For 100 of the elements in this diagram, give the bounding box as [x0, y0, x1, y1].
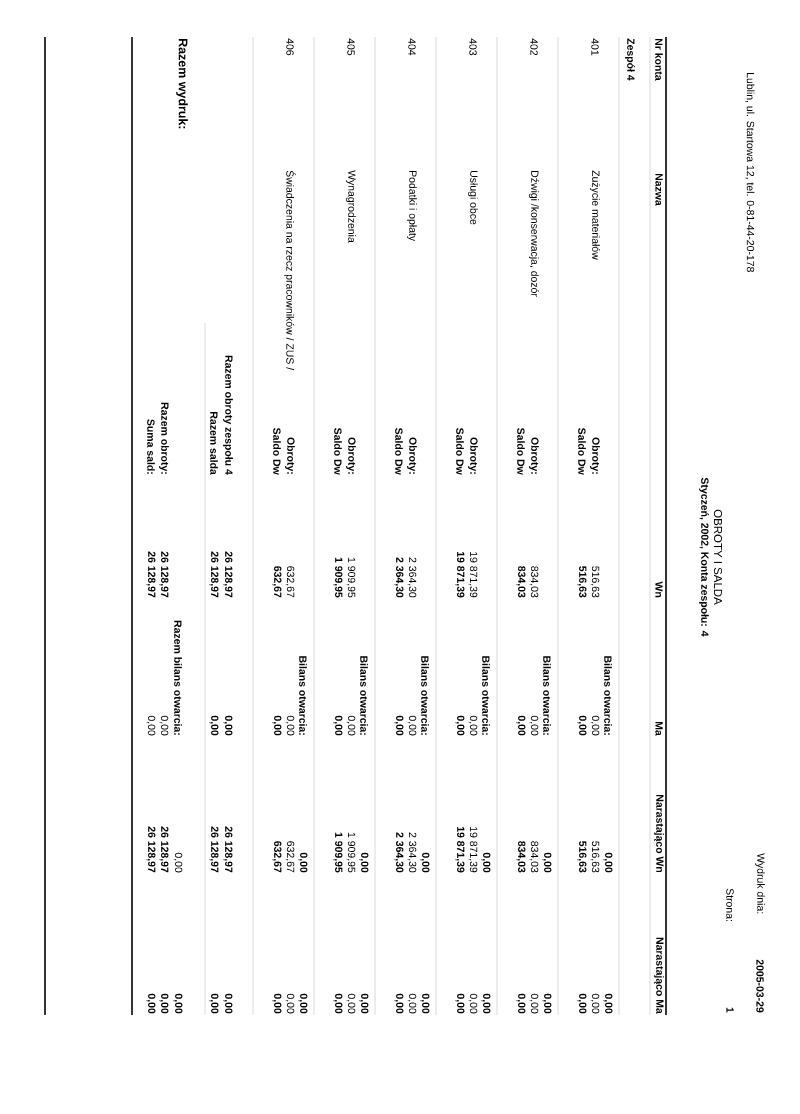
amount: 516,63 — [590, 566, 600, 598]
row-label: Razem bilans otwarcia: — [174, 620, 182, 735]
row-label: Suma sald: — [147, 419, 155, 474]
amount: 0,00 — [159, 715, 169, 736]
amount: 0,00 — [285, 715, 295, 736]
column-header: Ma — [655, 721, 663, 736]
amount: 0,00 — [146, 715, 156, 736]
amount: 26 128,97 — [146, 551, 156, 598]
account-number: 402 — [530, 38, 538, 56]
row-label: Razem obroty zespołu 4 — [223, 355, 233, 475]
amount: 0,00 — [516, 715, 526, 736]
row-label: Bilans otwarcia: — [421, 656, 429, 735]
group-heading: Zespół 4 — [625, 38, 635, 81]
row-label: Saldo Dw — [517, 428, 525, 475]
date-value: 2005-03-29 — [756, 959, 764, 1013]
amount: 0,00 — [516, 993, 526, 1014]
row-label: Saldo Dw — [273, 428, 281, 475]
column-header: Nr konta — [655, 38, 663, 81]
row-label: Obroty: — [346, 437, 356, 474]
account-name: Dźwigi /konserwacja, dozór — [529, 171, 539, 297]
amount: 0,00 — [542, 852, 552, 873]
amount: 0,00 — [455, 993, 465, 1014]
amount: 0,00 — [346, 715, 356, 736]
row-label: Razem obroty: — [159, 402, 169, 474]
amount: 0,00 — [529, 715, 539, 736]
amount: 0,00 — [420, 852, 430, 873]
amount: 26 128,97 — [223, 551, 233, 598]
amount: 19 871,39 — [468, 552, 478, 598]
amount: 516,63 — [577, 566, 587, 598]
account-name: Usługi obce — [468, 171, 478, 225]
amount: 26 128,97 — [159, 551, 169, 598]
amount: 0,00 — [590, 993, 600, 1014]
row-label: Saldo Dw — [334, 428, 342, 475]
account-number: 405 — [347, 38, 355, 56]
amount: 2 364,30 — [394, 832, 404, 873]
amount: 0,00 — [468, 993, 478, 1014]
row-label: Bilans otwarcia: — [604, 656, 612, 735]
amount: 26 128,97 — [159, 826, 169, 873]
column-header: Nazwa — [655, 173, 663, 206]
amount: 632,67 — [285, 566, 295, 598]
amount: 0,00 — [223, 715, 233, 736]
amount: 0,00 — [223, 993, 233, 1014]
amount: 0,00 — [407, 715, 417, 736]
page-number: 1 — [726, 1007, 734, 1013]
amount: 0,00 — [272, 993, 282, 1014]
amount: 0,00 — [359, 852, 369, 873]
total-heading: Razem wydruk: — [176, 39, 188, 129]
address-text: Lublin, ul. Startowa 12, tel. 0-81-44-20-178 — [745, 73, 755, 272]
amount: 632,67 — [272, 566, 282, 598]
amount: 2 364,30 — [407, 832, 417, 873]
amount: 0,00 — [481, 993, 491, 1014]
amount: 0,00 — [298, 852, 308, 873]
amount: 0,00 — [420, 993, 430, 1014]
row-label: Bilans otwarcia: — [360, 656, 368, 735]
amount: 0,00 — [603, 852, 613, 873]
amount: 26 128,97 — [209, 551, 219, 598]
field-label: Wydruk dnia: — [755, 853, 765, 914]
account-name: Świadczenia na rzecz pracowników / ZUS / — [284, 170, 296, 371]
row-label: Saldo Dw — [395, 428, 403, 475]
amount: 632,67 — [272, 841, 282, 873]
row-label: Obroty: — [407, 437, 417, 474]
row-label: Saldo Dw — [456, 428, 464, 475]
amount: 0,00 — [542, 993, 552, 1014]
report-title: OBROTY I SALDA — [713, 509, 723, 605]
account-number: 406 — [286, 38, 294, 56]
amount: 0,00 — [173, 993, 183, 1014]
amount: 2 364,30 — [394, 557, 404, 598]
amount: 0,00 — [577, 715, 587, 736]
row-label: Obroty: — [285, 437, 295, 474]
amount: 0,00 — [173, 852, 183, 873]
amount: 1 909,95 — [333, 557, 343, 598]
row-label: Obroty: — [468, 437, 478, 474]
amount: 516,63 — [577, 841, 587, 873]
amount: 0,00 — [468, 715, 478, 736]
amount: 834,03 — [516, 841, 526, 873]
amount: 0,00 — [603, 993, 613, 1014]
amount: 0,00 — [146, 993, 156, 1014]
column-header: Narastająco Wn — [654, 795, 664, 873]
amount: 834,03 — [529, 566, 539, 598]
amount: 0,00 — [272, 715, 282, 736]
amount: 19 871,39 — [468, 827, 478, 873]
amount: 0,00 — [333, 993, 343, 1014]
row-label: Saldo Dw — [578, 428, 586, 475]
account-name: Zużycie materiałów — [590, 170, 600, 260]
amount: 516,63 — [590, 841, 600, 873]
amount: 19 871,39 — [455, 551, 465, 598]
amount: 0,00 — [209, 993, 219, 1014]
amount: 0,00 — [577, 993, 587, 1014]
amount: 0,00 — [359, 993, 369, 1014]
amount: 26 128,97 — [209, 826, 219, 873]
amount: 834,03 — [529, 841, 539, 873]
amount: 26 128,97 — [223, 826, 233, 873]
amount: 0,00 — [159, 993, 169, 1014]
amount: 0,00 — [481, 852, 491, 873]
row-label: Obroty: — [590, 437, 600, 474]
account-number: 403 — [469, 38, 477, 56]
amount: 0,00 — [394, 993, 404, 1014]
amount: 26 128,97 — [146, 826, 156, 873]
amount: 0,00 — [590, 715, 600, 736]
amount: 1 909,95 — [333, 832, 343, 873]
